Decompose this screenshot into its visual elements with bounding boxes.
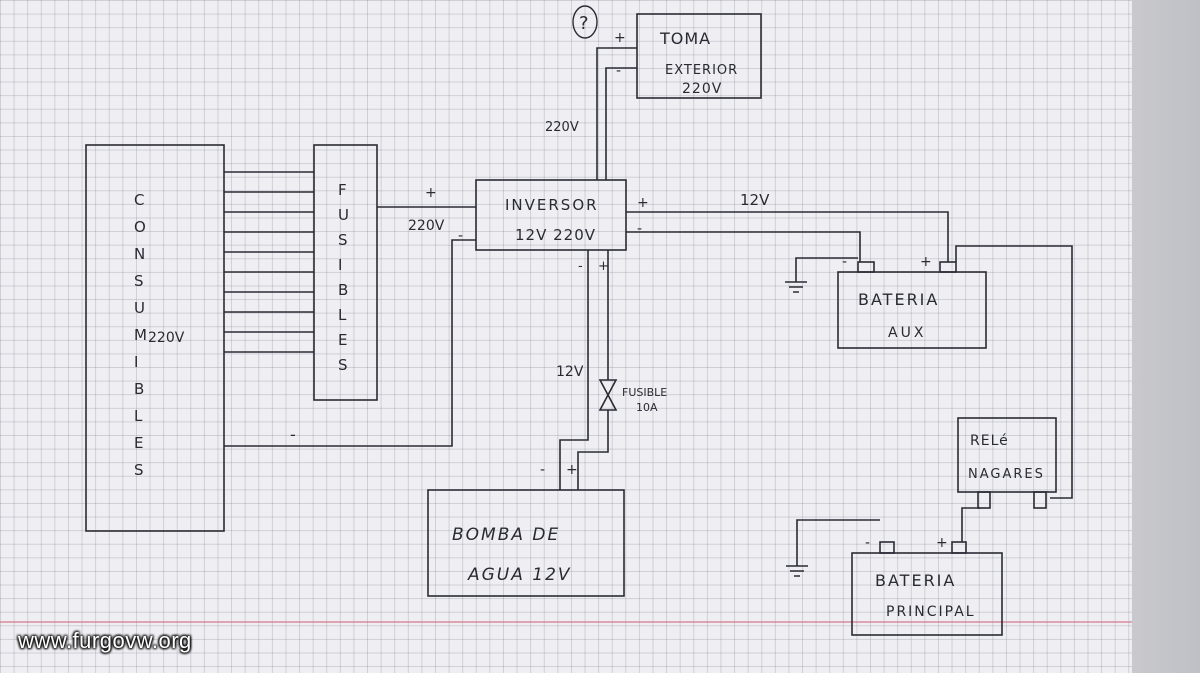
- bateria-principal-line-1: BATERIA: [875, 571, 956, 590]
- bomba-line-1: BOMBA DE: [452, 525, 560, 545]
- bateria-aux-line-2: AUX: [888, 325, 926, 341]
- inversor-in-plus: +: [425, 185, 437, 201]
- consumibles-letter: M: [134, 326, 147, 344]
- consumibles-letter: N: [134, 245, 145, 263]
- fusibles-letter: B: [338, 281, 348, 299]
- inversor-line-1: INVERSOR: [505, 196, 599, 214]
- wiring-diagram: TOMA EXTERIOR 220V + - ? INVERSOR 12V 22…: [0, 5, 1132, 636]
- principal-minus: -: [865, 535, 870, 551]
- fusibles-letter: L: [338, 306, 347, 324]
- inversor-out-minus: -: [637, 221, 642, 237]
- consumibles-letter: U: [134, 299, 145, 317]
- wire-inversor-aux-plus: [626, 211, 949, 262]
- consumibles-letter: C: [134, 191, 144, 209]
- bateria-aux-line-1: BATERIA: [858, 290, 939, 309]
- fusibles-letter: U: [338, 206, 349, 224]
- ground-principal-icon: [786, 519, 880, 577]
- wire-inversor-bomba-neg: [559, 250, 589, 490]
- bomba-node: BOMBA DE AGUA 12V: [427, 489, 625, 597]
- aux-plus: +: [920, 254, 932, 270]
- fuse-label-2: 10A: [636, 401, 658, 414]
- voltage-12-pump: 12V: [556, 364, 584, 380]
- bomba-minus: -: [540, 462, 545, 478]
- wire-inversor-bomba-pos: [577, 250, 609, 490]
- consumibles-minus: -: [290, 425, 296, 444]
- principal-plus: +: [936, 535, 948, 551]
- inversor-line-2: 12V 220V: [515, 226, 596, 244]
- wire-rele-principal: [961, 507, 980, 542]
- rele-line-2: NAGARES: [968, 467, 1045, 482]
- fusibles-letter: I: [338, 256, 342, 274]
- wire-inversor-aux-neg: [626, 231, 861, 262]
- voltage-12-right: 12V: [740, 191, 770, 209]
- question-mark-text: ?: [579, 13, 589, 34]
- toma-exterior-line-3: 220V: [682, 81, 722, 97]
- toma-minus: -: [616, 63, 621, 79]
- consumibles-letter: O: [134, 218, 146, 236]
- bateria-principal-line-2: PRINCIPAL: [886, 604, 976, 620]
- fuse-label-1: FUSIBLE: [622, 386, 667, 399]
- consumibles-letter: L: [134, 407, 143, 425]
- inversor-in-minus: -: [458, 228, 463, 244]
- consumibles-letter: I: [134, 353, 138, 371]
- graph-paper: [0, 0, 1132, 673]
- question-mark: ?: [572, 5, 598, 39]
- toma-plus: +: [614, 30, 626, 46]
- voltage-220-left: 220V: [408, 218, 445, 234]
- inversor-node: INVERSOR 12V 220V: [475, 179, 627, 251]
- inversor-bottom-minus: -: [578, 259, 583, 274]
- consumibles-letter: E: [134, 434, 143, 452]
- background-edge: [1128, 0, 1200, 673]
- bateria-principal-node: BATERIA PRINCIPAL: [851, 541, 1003, 636]
- toma-exterior-line-2: EXTERIOR: [665, 63, 738, 78]
- fusibles-letter: S: [338, 231, 348, 249]
- consumibles-voltage: 220V: [148, 330, 185, 346]
- fuse-10a-icon: [598, 372, 618, 418]
- aux-minus: -: [842, 254, 847, 270]
- inversor-out-plus: +: [637, 195, 649, 211]
- ground-aux-icon: [785, 257, 858, 293]
- fusibles-letter: E: [338, 331, 347, 349]
- wire-aux-rele: [955, 245, 1073, 499]
- rele-node: RELé NAGARES: [957, 417, 1057, 509]
- watermark: www.furgovw.org: [18, 628, 192, 653]
- wire-inversor-toma-b: [605, 67, 637, 180]
- wire-inversor-consumibles-neg: [224, 239, 476, 447]
- bateria-aux-node: BATERIA AUX: [837, 261, 987, 349]
- consumibles-fusibles-wires: [224, 171, 314, 353]
- voltage-220-top: 220V: [545, 120, 579, 135]
- bomba-plus: +: [566, 462, 578, 478]
- consumibles-letter: S: [134, 461, 144, 479]
- wire-inversor-toma-a: [596, 47, 637, 180]
- toma-exterior-line-1: TOMA: [659, 29, 711, 48]
- rele-line-1: RELé: [970, 433, 1009, 449]
- consumibles-letter: S: [134, 272, 144, 290]
- toma-exterior-node: TOMA EXTERIOR 220V: [636, 13, 762, 99]
- fusibles-letter: F: [338, 181, 347, 199]
- consumibles-letter: B: [134, 380, 144, 398]
- bomba-line-2: AGUA 12V: [467, 565, 572, 585]
- inversor-bottom-plus: +: [598, 259, 609, 274]
- fusibles-letter: S: [338, 356, 348, 374]
